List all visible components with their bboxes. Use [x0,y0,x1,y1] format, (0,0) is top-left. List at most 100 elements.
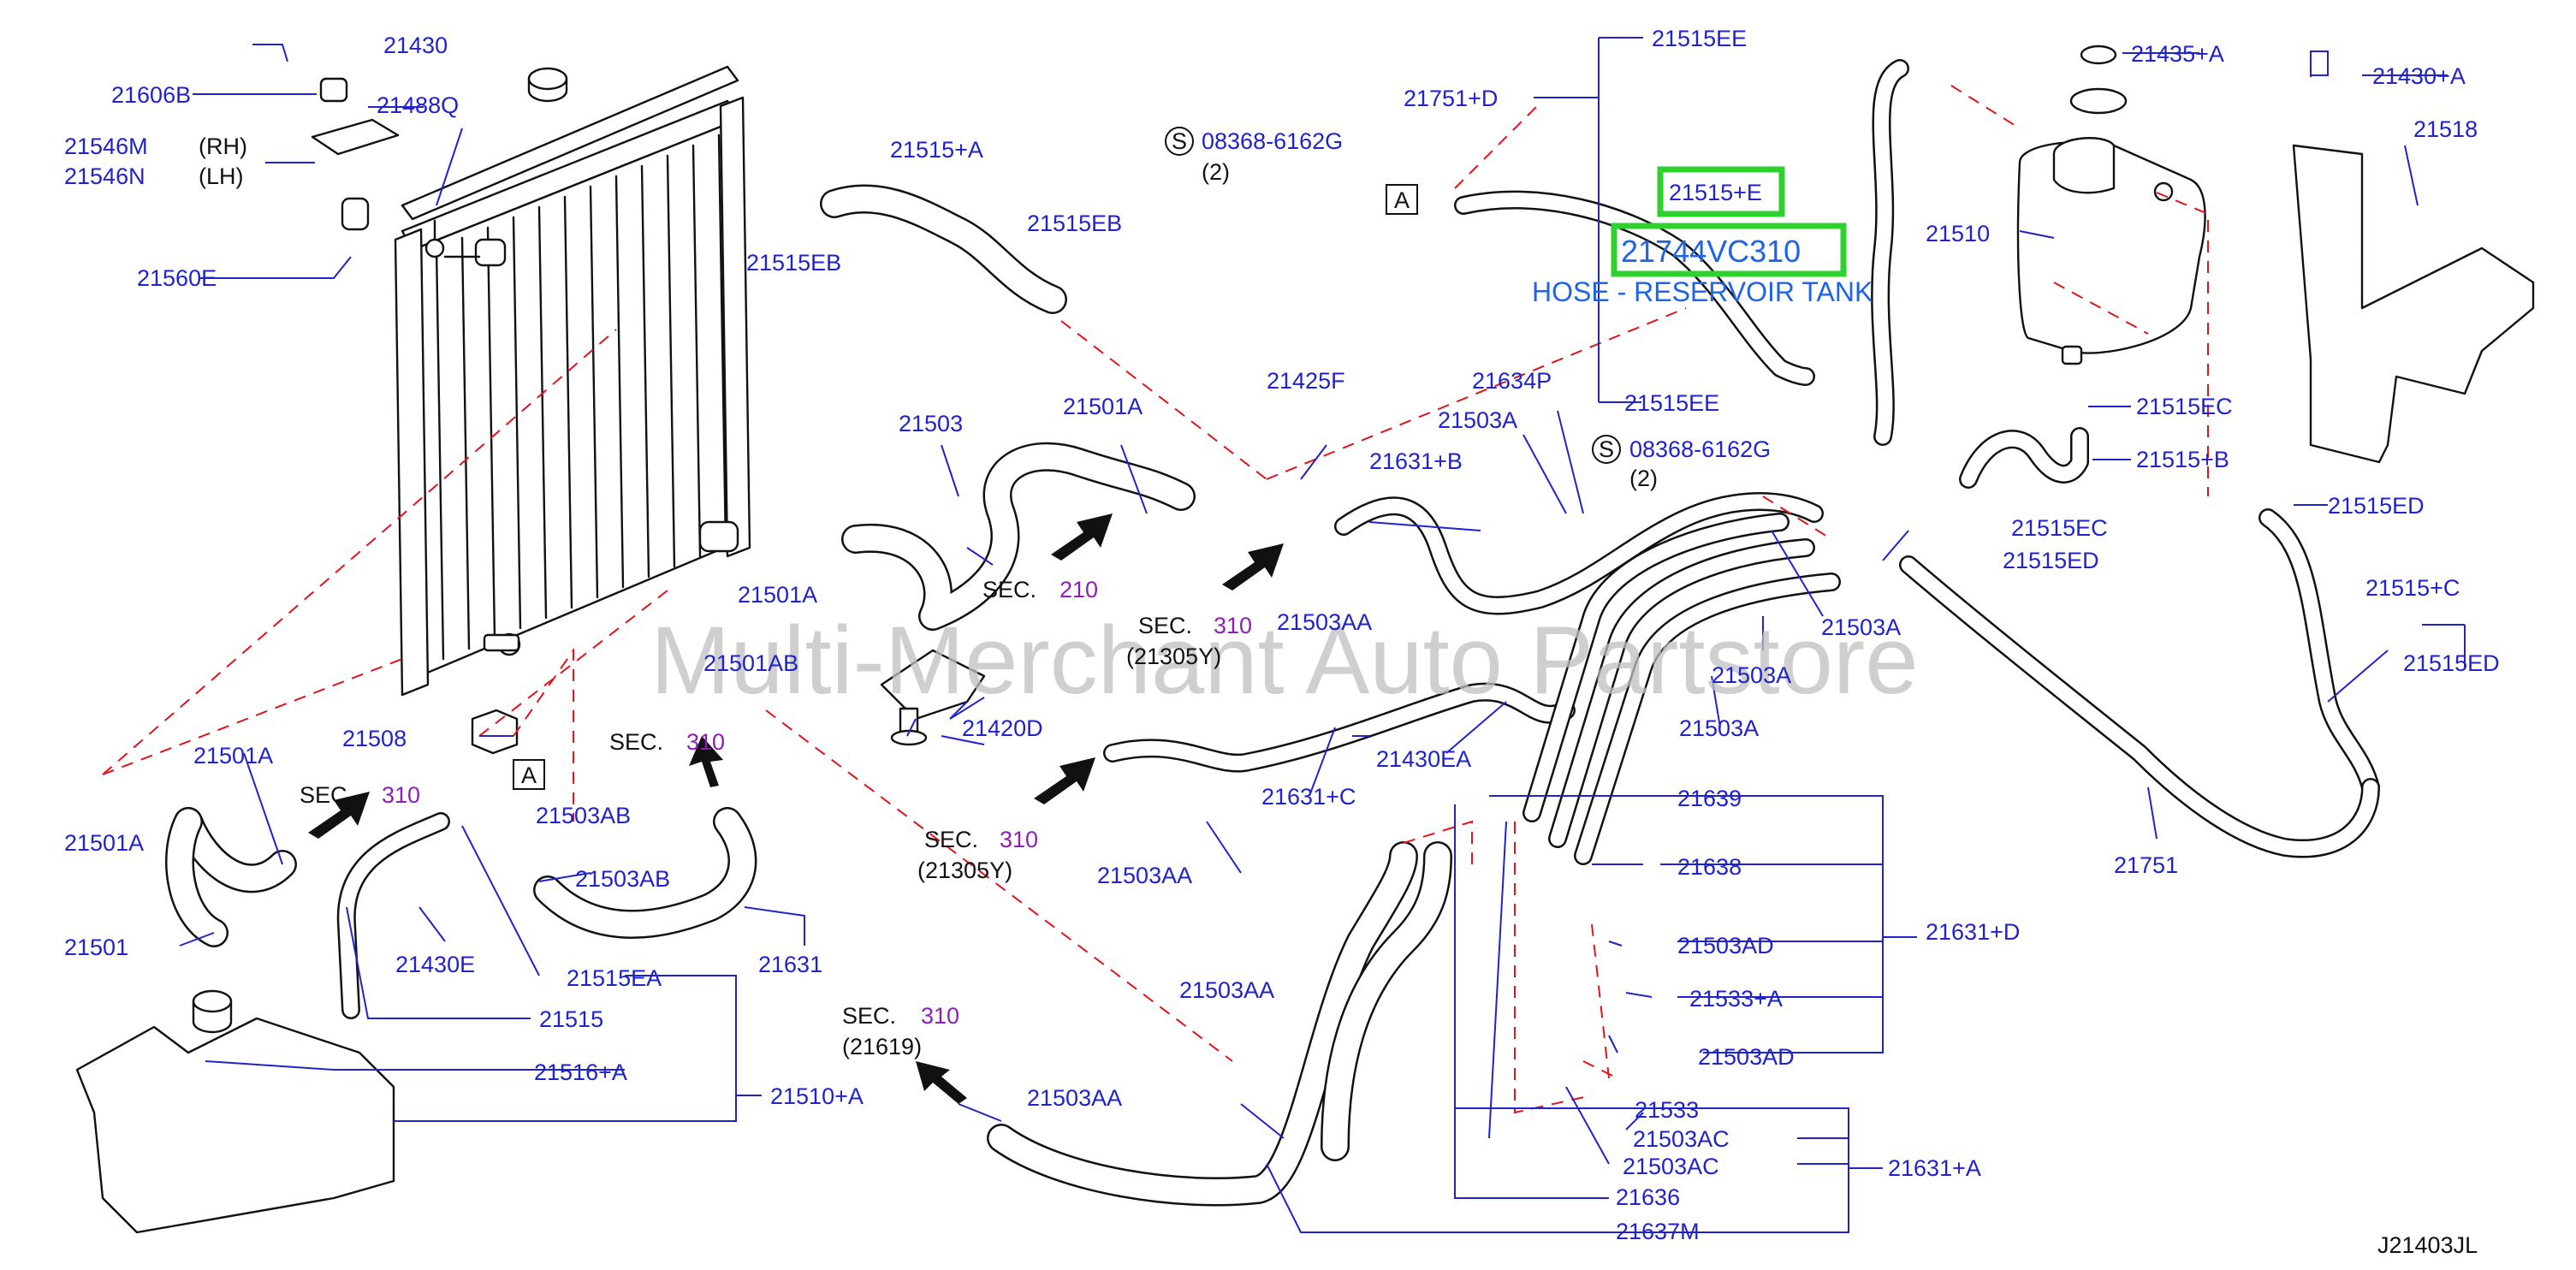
bolt-symbol-1: S [1165,127,1194,156]
label-21619: (21619) [842,1034,922,1059]
label-sec-310-c: SEC. [300,782,353,808]
label-21515ed-3: 21515ED [2403,650,2500,676]
label-21515ee-2: 21515EE [1624,390,1719,416]
hose-21631-plus-b [1334,492,1824,615]
label-21515: 21515 [539,1006,603,1032]
label-sec-310-a: SEC. [1138,613,1192,638]
label-21515eb-1: 21515EB [746,250,841,276]
arrow-sec-310-c [308,792,370,839]
part-labels: 21430 21606B 21488Q 21546M (RH) 21546N (… [64,26,2500,1258]
hose-21751-plus-d [1871,59,1909,446]
label-21430: 21430 [383,33,448,58]
label-21533-plus-a: 21533+A [1689,986,1783,1012]
svg-text:A: A [1394,187,1410,213]
label-21631-plus-d: 21631+D [1926,919,2020,945]
label-sec-310-b-num: 310 [1000,827,1038,852]
label-21606b: 21606B [111,82,191,108]
label-sec-210-num: 210 [1059,577,1098,602]
label-21515ec-1: 21515EC [2136,394,2233,419]
bolt-21420d [890,707,928,746]
label-21638: 21638 [1677,854,1742,880]
label-21637m: 21637M [1616,1219,1700,1244]
label-21515ed-1: 21515ED [2328,493,2425,519]
label-08368-6162g-1: 08368-6162G [1202,128,1343,154]
label-21503a-1: 21503A [1438,407,1517,433]
label-sec-310-a-num: 310 [1214,613,1252,638]
label-21503ad-1: 21503AD [1677,933,1774,958]
label-21744vc310: 21744VC310 [1621,234,1801,269]
label-21503aa-3: 21503AA [1179,977,1274,1003]
label-21631-plus-b: 21631+B [1369,448,1463,474]
label-21751-plus-d: 21751+D [1404,86,1498,111]
svg-text:A: A [521,763,537,788]
label-21631-plus-a: 21631+A [1888,1155,1981,1181]
svg-text:S: S [1599,436,1614,462]
label-sec-310-e-num: 310 [921,1003,959,1029]
label-qty-1: (2) [1202,159,1230,185]
label-21631: 21631 [758,952,822,977]
label-21305y-b: (21305Y) [917,858,1012,883]
label-21631-plus-c: 21631+C [1261,784,1356,810]
label-21515-plus-b: 21515+B [2136,447,2229,472]
label-21503a-3: 21503A [1712,662,1791,688]
label-sec-310-b: SEC. [924,827,978,852]
hose-21636-21637m [987,841,1452,1207]
label-21503aa-1: 21503AA [1277,609,1372,635]
label-21515ec-2: 21515EC [2011,515,2108,541]
label-21503a-4: 21503A [1679,715,1759,741]
bolt-symbol-2: S [1592,435,1621,464]
highlight-box-number [1611,223,1847,277]
hose-21515-plus-c [2258,508,2380,797]
label-qty-2: (2) [1629,466,1658,491]
label-21503ac-2: 21503AC [1623,1154,1719,1179]
label-lh: (LH) [199,163,244,189]
label-sec-310-d-num: 310 [686,729,725,755]
svg-text:S: S [1172,128,1187,154]
label-21430ea: 21430EA [1376,746,1471,772]
label-21503a-2: 21503A [1821,614,1901,640]
reservoir-tank [2016,137,2206,365]
label-08368-6162g-2: 08368-6162G [1629,436,1771,462]
label-21501ab: 21501AB [703,650,798,676]
label-21420d: 21420D [962,715,1043,741]
label-21510: 21510 [1926,221,1990,246]
dashed-connection-lines [102,85,2209,1114]
radiator-assembly [394,96,751,697]
leader-lines [179,37,2466,1233]
label-21503ad-2: 21503AD [1698,1044,1795,1070]
reservoir-tank-lower [75,989,395,1234]
radiator-seal [401,65,739,221]
reservoir-cap [2069,45,2128,115]
label-hose-reservoir-tank: HOSE - RESERVOIR TANK [1532,276,1873,307]
label-21503: 21503 [899,411,963,436]
label-21508: 21508 [342,726,407,751]
label-21639: 21639 [1677,786,1742,811]
hose-21515-plus-b [1959,427,2089,489]
label-21516-plus-a: 21516+A [534,1059,627,1085]
label-21546m: 21546M [64,134,148,159]
label-21515-plus-e: 21515+E [1669,180,1762,205]
label-21435-plus-a: 21435+A [2131,41,2224,67]
label-rh: (RH) [199,134,247,159]
label-21503aa-2: 21503AA [1097,863,1192,888]
diagram-code: J21403JL [2377,1232,2478,1258]
bracket-21518 [2292,144,2535,464]
label-21515ee-1: 21515EE [1652,26,1747,51]
label-21518: 21518 [2413,116,2478,142]
radiator-cap [527,67,568,103]
label-21515-plus-c: 21515+C [2365,575,2460,601]
label-21488q: 21488Q [377,92,459,118]
label-21503ac-1: 21503AC [1633,1126,1730,1152]
callout-box-a-1: A [1386,184,1418,215]
label-21533: 21533 [1635,1097,1699,1123]
sec-arrows [308,513,1284,1104]
arrow-sec-210 [1051,513,1113,561]
label-sec-310-e: SEC. [842,1003,896,1029]
hose-21515-plus-a [820,184,1067,314]
label-21515-plus-a: 21515+A [890,137,983,163]
label-21510-plus-a: 21510+A [770,1083,864,1109]
pipe-bundle [1522,513,1841,865]
arrow-sec-310-d [689,736,723,787]
label-21636: 21636 [1616,1184,1680,1210]
label-21560e: 21560E [137,265,217,291]
